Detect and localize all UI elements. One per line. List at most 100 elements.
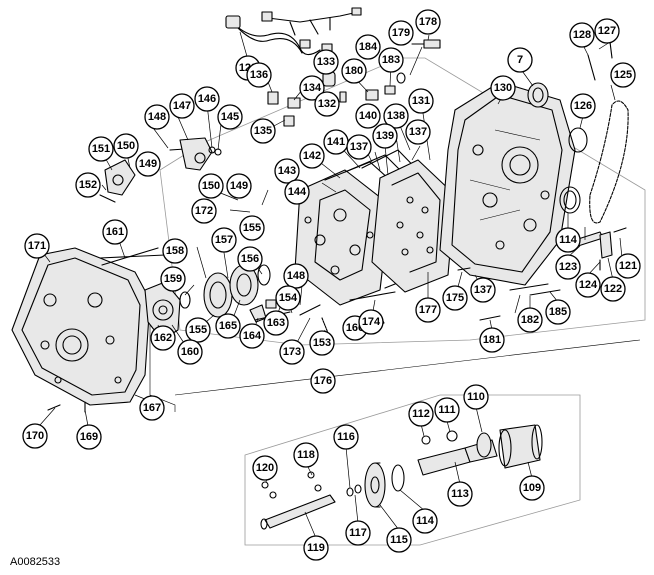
- svg-text:181: 181: [483, 334, 501, 346]
- svg-text:169: 169: [80, 431, 98, 443]
- callout-136: 136: [246, 62, 272, 88]
- valve-body-plates: [294, 149, 456, 306]
- callout-156: 156: [237, 246, 263, 272]
- svg-text:164: 164: [243, 330, 262, 342]
- svg-text:171: 171: [28, 240, 46, 252]
- svg-text:180: 180: [345, 65, 363, 77]
- svg-text:147: 147: [173, 100, 191, 112]
- callout-185: 185: [545, 299, 571, 325]
- callout-137-c: 137: [470, 277, 496, 303]
- shaft-assembly: [260, 424, 543, 530]
- svg-text:161: 161: [106, 226, 124, 238]
- svg-text:115: 115: [390, 534, 408, 546]
- callout-148-a: 148: [144, 104, 170, 130]
- callout-149-b: 149: [226, 173, 252, 199]
- callout-169: 169: [76, 424, 102, 450]
- callout-117: 117: [345, 520, 371, 546]
- svg-text:114: 114: [416, 515, 435, 527]
- seals-and-chain: [527, 41, 629, 224]
- callout-183: 183: [378, 47, 404, 73]
- svg-text:137: 137: [350, 141, 368, 153]
- svg-text:185: 185: [549, 306, 567, 318]
- svg-text:125: 125: [614, 69, 632, 81]
- callout-134: 134: [299, 75, 325, 101]
- callout-109: 109: [519, 475, 545, 501]
- svg-text:183: 183: [382, 54, 400, 66]
- svg-text:151: 151: [92, 143, 110, 155]
- callout-163: 163: [263, 310, 289, 336]
- callout-152: 152: [75, 172, 101, 198]
- callout-141: 141: [323, 129, 349, 155]
- svg-text:143: 143: [278, 165, 296, 177]
- callout-181: 181: [479, 327, 505, 353]
- callout-119: 119: [303, 535, 329, 561]
- svg-text:124: 124: [579, 279, 598, 291]
- svg-text:7: 7: [517, 54, 523, 66]
- pump-assembly-parts: [144, 264, 291, 341]
- svg-text:134: 134: [303, 82, 322, 94]
- svg-text:138: 138: [387, 110, 405, 122]
- callout-182: 182: [517, 307, 543, 333]
- svg-text:150: 150: [202, 180, 220, 192]
- svg-text:165: 165: [219, 320, 237, 332]
- svg-text:135: 135: [254, 125, 272, 137]
- callout-126: 126: [570, 93, 596, 119]
- svg-text:119: 119: [307, 542, 325, 554]
- callout-173: 173: [279, 339, 305, 365]
- callout-123: 123: [555, 254, 581, 280]
- bracket-176-outline: [149, 325, 641, 412]
- svg-text:167: 167: [143, 402, 161, 414]
- svg-text:152: 152: [79, 179, 97, 191]
- svg-text:184: 184: [359, 41, 378, 53]
- callout-167: 167: [139, 395, 165, 421]
- svg-text:131: 131: [412, 95, 430, 107]
- svg-text:182: 182: [521, 314, 539, 326]
- transmission-case-part: [439, 81, 576, 286]
- svg-text:174: 174: [362, 316, 381, 328]
- callout-113: 113: [447, 481, 473, 507]
- callout-171: 171: [24, 233, 50, 259]
- callout-125: 125: [610, 62, 636, 88]
- svg-text:175: 175: [446, 292, 464, 304]
- svg-text:159: 159: [164, 273, 182, 285]
- callout-135: 135: [250, 118, 276, 144]
- callout-133: 133: [313, 49, 339, 75]
- callout-158: 158: [162, 238, 188, 264]
- svg-text:137: 137: [409, 126, 427, 138]
- callout-155-a: 155: [239, 215, 265, 241]
- svg-text:126: 126: [574, 100, 592, 112]
- svg-text:145: 145: [221, 111, 239, 123]
- callout-138: 138: [383, 103, 409, 129]
- svg-text:144: 144: [288, 186, 307, 198]
- svg-text:142: 142: [303, 150, 321, 162]
- svg-text:153: 153: [313, 337, 331, 349]
- callout-140: 140: [355, 103, 381, 129]
- callout-144: 144: [284, 179, 310, 205]
- callout-147: 147: [169, 93, 195, 119]
- svg-text:132: 132: [318, 98, 336, 110]
- callout-178: 178: [415, 9, 441, 35]
- callout-115: 115: [386, 527, 412, 553]
- svg-text:172: 172: [195, 205, 213, 217]
- svg-text:139: 139: [376, 130, 394, 142]
- callout-122: 122: [600, 276, 626, 302]
- svg-text:127: 127: [598, 25, 616, 37]
- callout-151: 151: [88, 136, 114, 162]
- svg-text:118: 118: [297, 449, 315, 461]
- callout-118: 118: [293, 442, 319, 468]
- callout-137-a: 137: [405, 119, 431, 145]
- callout-177: 177: [415, 297, 441, 323]
- callout-114-b: 114: [412, 508, 438, 534]
- callout-7: 7: [507, 47, 533, 73]
- svg-text:160: 160: [181, 346, 199, 358]
- side-cover-part: [11, 247, 166, 413]
- svg-text:112: 112: [412, 408, 430, 420]
- svg-text:109: 109: [523, 482, 541, 494]
- svg-text:157: 157: [215, 234, 233, 246]
- svg-text:150: 150: [117, 140, 135, 152]
- callout-153: 153: [309, 330, 335, 356]
- svg-text:148: 148: [148, 111, 166, 123]
- svg-text:179: 179: [392, 27, 410, 39]
- callout-112: 112: [408, 401, 434, 427]
- callout-155-b: 155: [185, 317, 211, 343]
